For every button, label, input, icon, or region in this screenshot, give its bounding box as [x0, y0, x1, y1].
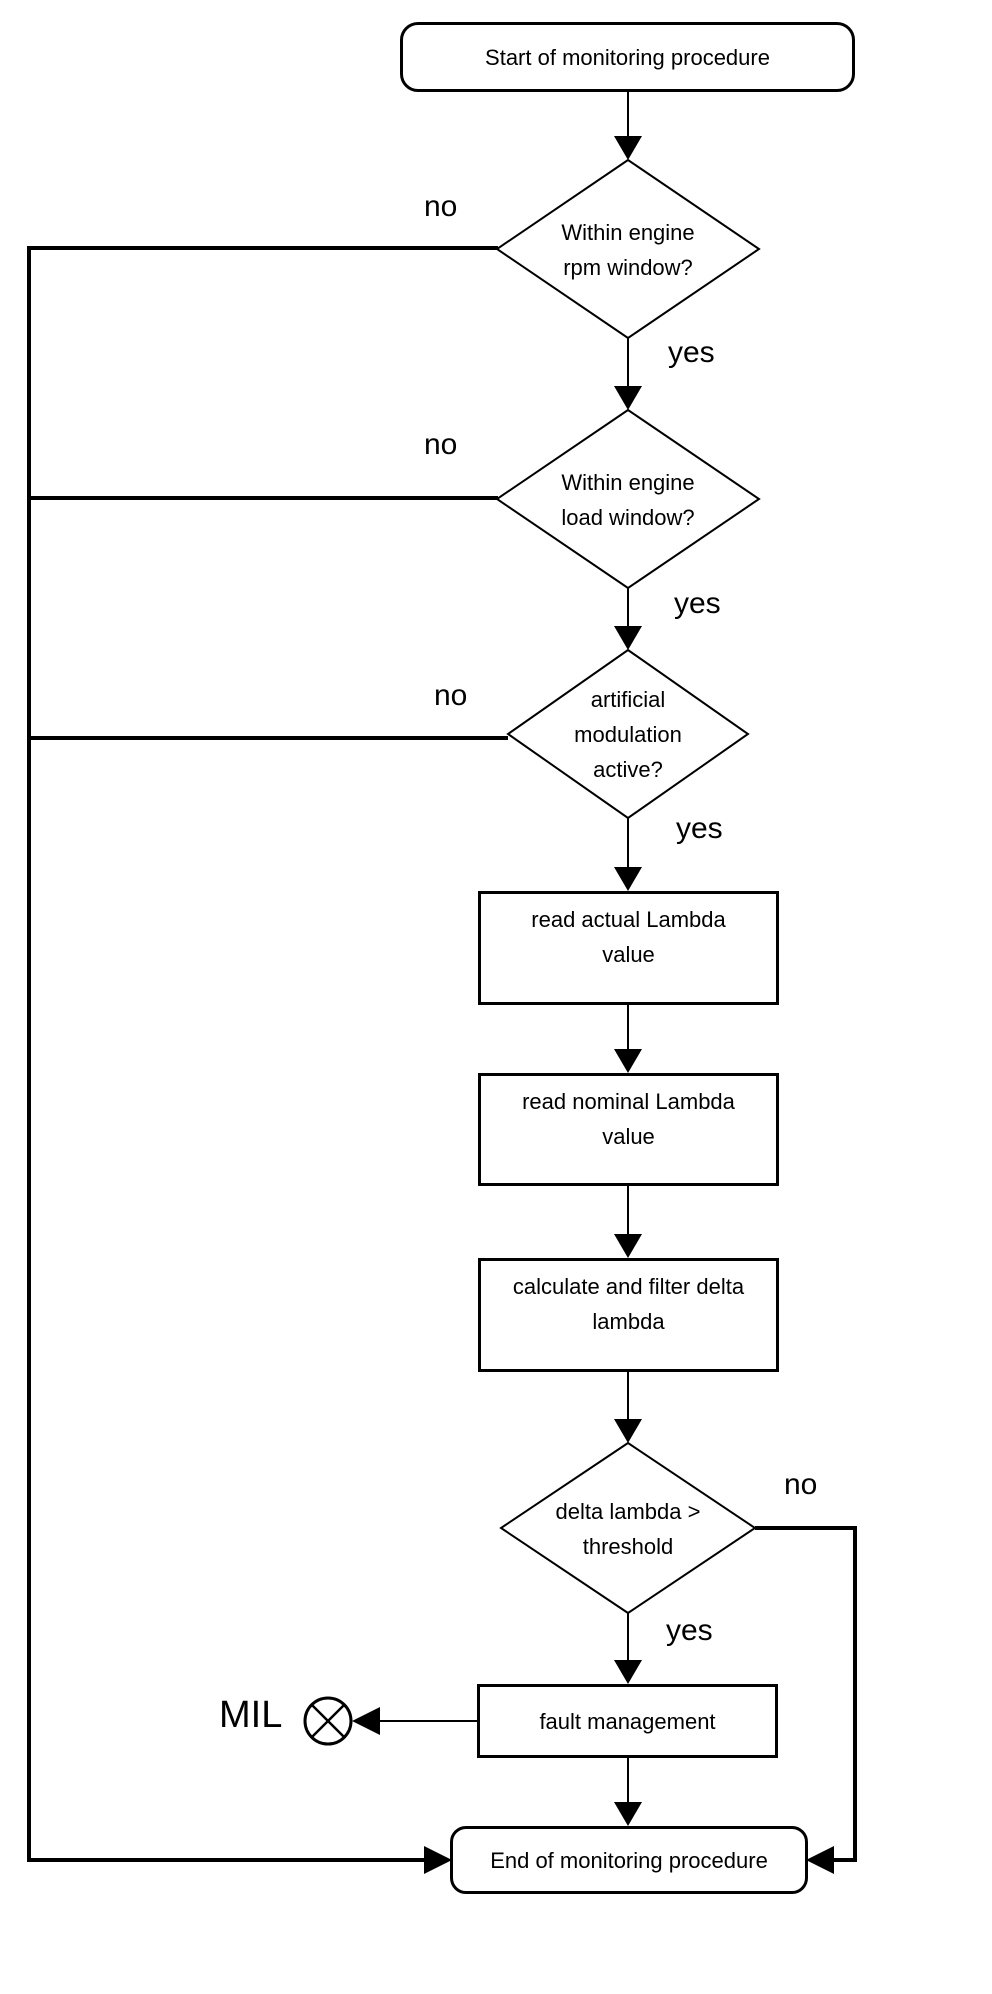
end-label: End of monitoring procedure [490, 1847, 768, 1873]
arrowhead [614, 386, 642, 410]
end-terminator: End of monitoring procedure [450, 1826, 808, 1894]
arrowhead [614, 1660, 642, 1684]
edge-label-load-yes: yes [674, 587, 721, 620]
mil-annotation: MIL [219, 1694, 283, 1736]
arrowhead [614, 1802, 642, 1826]
edge-label-rpm-yes: yes [668, 336, 715, 369]
arrowhead [614, 1234, 642, 1258]
connector-no-return-left [27, 246, 498, 1862]
read-actual-label: read actual Lambda value [531, 907, 726, 967]
arrowhead [614, 626, 642, 650]
arrowhead [614, 1419, 642, 1443]
load-window-label: Within engine load window? [561, 470, 695, 530]
rpm-window-label: Within engine rpm window? [561, 220, 695, 280]
start-label: Start of monitoring procedure [485, 44, 770, 70]
connector-no-return-right [755, 1526, 857, 1862]
arrowhead [424, 1846, 452, 1874]
decision-load-window [495, 408, 761, 590]
edge-label-threshold-no: no [784, 1468, 818, 1501]
calc-filter-label: calculate and filter delta lambda [512, 1274, 745, 1334]
modulation-active-label: artificial modulation active? [574, 687, 682, 782]
arrowhead [352, 1707, 380, 1735]
edge-label-rpm-no: no [424, 190, 458, 223]
edge-label-load-no: no [424, 428, 458, 461]
edge-label-threshold-yes: yes [666, 1614, 713, 1647]
start-terminator: Start of monitoring procedure [400, 22, 855, 92]
arrowhead [614, 136, 642, 160]
process-fault-management: fault management [477, 1684, 778, 1758]
decision-rpm-window [495, 158, 761, 340]
read-nominal-label: read nominal Lambda value [522, 1089, 735, 1149]
arrowhead [806, 1846, 834, 1874]
delta-threshold-label: delta lambda > threshold [555, 1499, 701, 1559]
arrowhead [614, 867, 642, 891]
arrowhead [614, 1049, 642, 1073]
decision-delta-threshold [499, 1441, 757, 1615]
edge-label-modulation-no: no [434, 679, 468, 712]
process-calc-filter: calculate and filter delta lambda [478, 1258, 779, 1372]
decision-modulation-active [506, 648, 750, 820]
fault-management-label: fault management [539, 1708, 716, 1734]
edge-label-modulation-yes: yes [676, 812, 723, 845]
process-read-actual: read actual Lambda value [478, 891, 779, 1005]
mil-indicator-icon [303, 1696, 353, 1746]
process-read-nominal: read nominal Lambda value [478, 1073, 779, 1186]
